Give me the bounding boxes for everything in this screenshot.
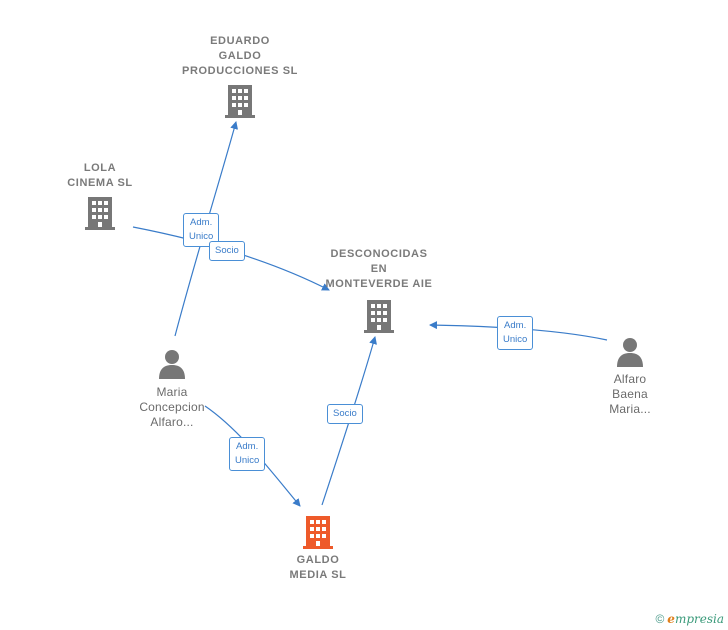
building-icon: [85, 197, 115, 230]
node-label: DESCONOCIDAS EN MONTEVERDE AIE: [325, 248, 433, 290]
person-icon: [617, 338, 643, 367]
building-icon: [225, 85, 255, 118]
brand-name: mpresia: [674, 612, 724, 626]
node-eduardo-galdo-producciones[interactable]: EDUARDO GALDO PRODUCCIONES SL: [170, 34, 310, 119]
node-maria-concepcion[interactable]: Maria Concepcion Alfaro...: [122, 348, 222, 430]
node-label: LOLA CINEMA SL: [67, 162, 133, 189]
copyright-symbol: ©: [655, 612, 665, 626]
node-lola-cinema[interactable]: LOLA CINEMA SL: [50, 161, 150, 231]
brand-initial: e: [667, 612, 675, 626]
building-icon: [364, 300, 394, 333]
node-desconocidas-monteverde[interactable]: DESCONOCIDAS EN MONTEVERDE AIE: [316, 247, 442, 334]
node-label: GALDO MEDIA SL: [289, 554, 347, 581]
edge-tag-galdo-desconocidas[interactable]: Socio: [327, 404, 363, 424]
node-label: Alfaro Baena Maria...: [609, 372, 651, 416]
edge-tag-maria-eduardo[interactable]: Adm. Unico: [183, 213, 220, 247]
building-icon: [303, 516, 333, 549]
node-label: EDUARDO GALDO PRODUCCIONES SL: [182, 35, 298, 77]
person-icon: [159, 350, 185, 379]
node-alfaro-baena[interactable]: Alfaro Baena Maria...: [590, 336, 670, 417]
empresia-credit[interactable]: ©empresia: [655, 612, 724, 626]
node-galdo-media[interactable]: GALDO MEDIA SL: [268, 514, 368, 583]
edge-tag-lola-desconocidas[interactable]: Socio: [209, 241, 245, 261]
edge-tag-maria-galdo[interactable]: Adm. Unico: [229, 437, 266, 471]
node-label: Maria Concepcion Alfaro...: [139, 385, 205, 429]
edge-tag-alfaro-desconocidas[interactable]: Adm. Unico: [497, 316, 534, 350]
